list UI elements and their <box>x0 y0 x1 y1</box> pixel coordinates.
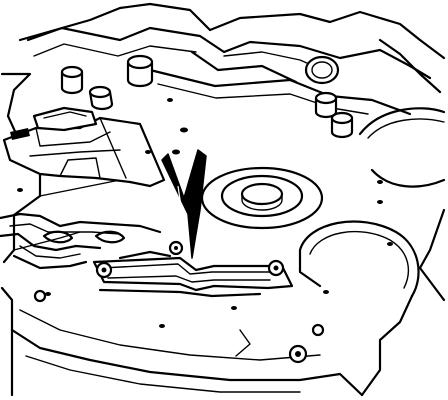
down-arrow-pointer <box>161 149 207 259</box>
gasket-plate <box>92 240 294 298</box>
bore-right <box>358 107 446 188</box>
boss-post-upper <box>126 54 154 88</box>
boss-posts <box>60 54 354 139</box>
valve-block <box>2 106 166 188</box>
round-seat-center <box>200 166 324 230</box>
fluid-passages <box>0 212 172 270</box>
ring-seal-upper-right <box>304 55 340 85</box>
bore-lower-right <box>298 220 420 298</box>
bolt-hole-right <box>267 259 285 277</box>
boss-post-right <box>314 91 338 119</box>
boss-post-far-right <box>330 111 354 139</box>
boss-post-left <box>60 65 84 95</box>
upper-casting <box>26 26 442 116</box>
bolt-hole-center <box>168 240 184 256</box>
small-holes <box>17 98 393 364</box>
boss-post-center <box>88 85 114 111</box>
bolt-hole-left <box>95 261 113 279</box>
